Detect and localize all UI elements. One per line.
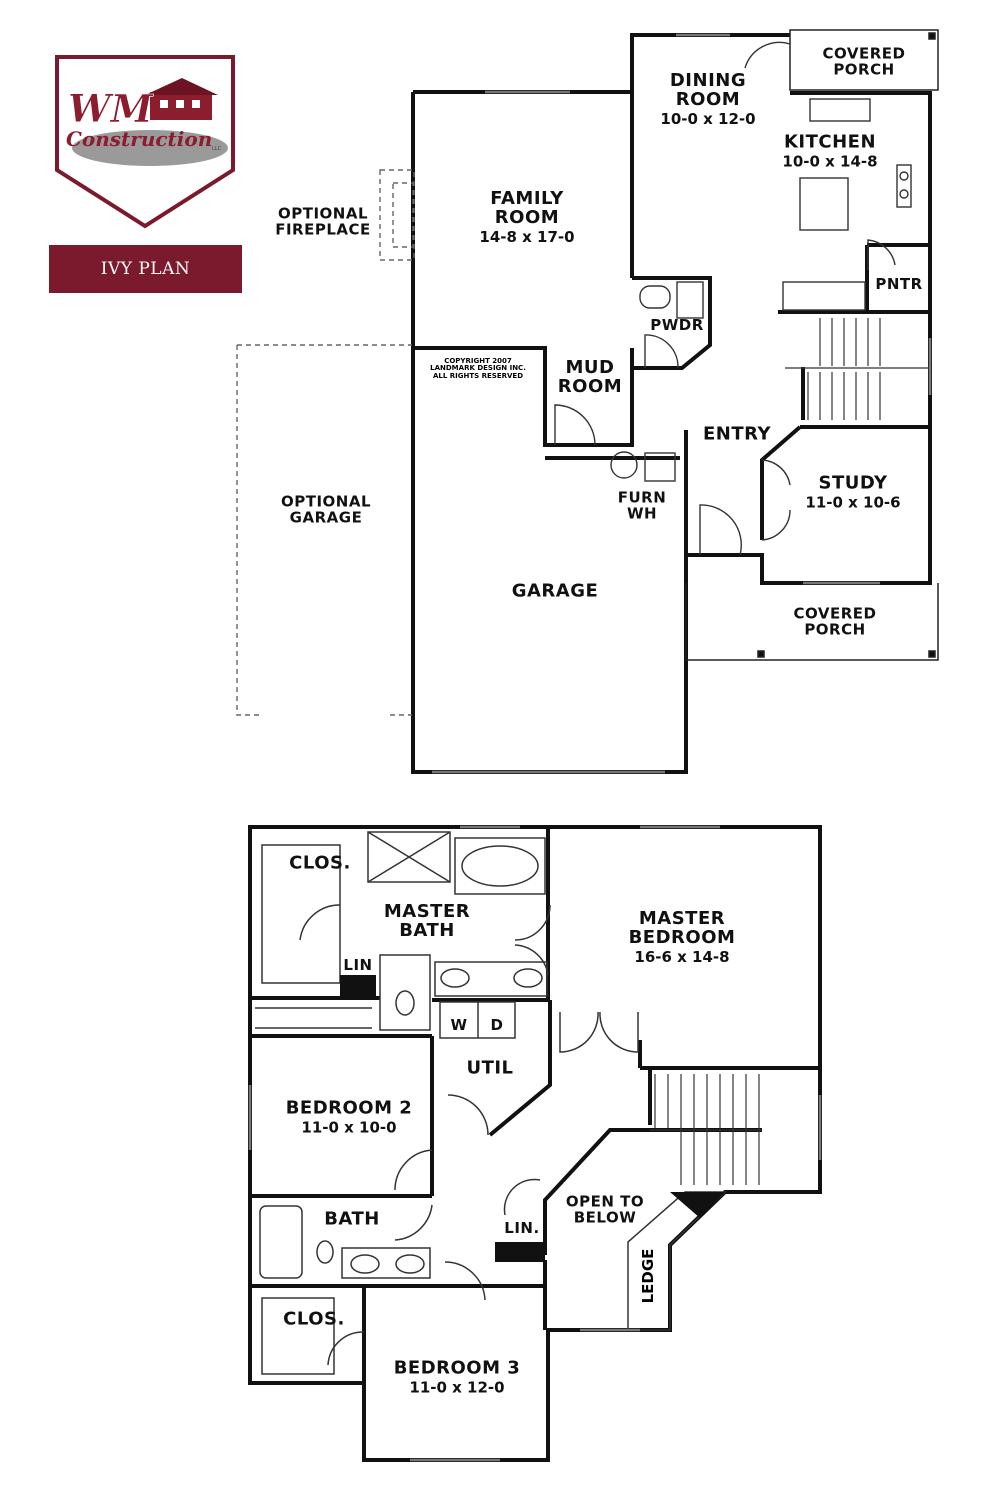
optional-elements <box>236 169 415 716</box>
linen-hall-label: LIN. <box>504 1219 540 1238</box>
second-floor-stairs <box>650 1074 762 1185</box>
optional-fireplace-label: OPTIONAL FIREPLACE <box>275 204 371 238</box>
linen-master-label: LIN <box>343 956 373 975</box>
master-closet-label: CLOS. <box>289 852 351 874</box>
first-floor-porch-lines <box>685 29 939 661</box>
garage-label: GARAGE <box>511 580 599 602</box>
powder-label: PWDR <box>650 316 704 335</box>
closet-3-label: CLOS. <box>283 1308 345 1330</box>
master-bedroom-label: MASTER BEDROOM 16-6 x 14-8 <box>628 908 736 967</box>
pantry-label: PNTR <box>875 275 923 294</box>
second-floor-windows <box>248 825 822 1462</box>
master-bath-label: MASTER BATH <box>383 901 471 941</box>
dryer-label: D <box>490 1016 504 1035</box>
mud-room-label: MUD ROOM <box>557 357 623 397</box>
entry-label: ENTRY <box>702 423 772 445</box>
furnace-label: FURN WH <box>617 488 667 522</box>
open-to-below-label: OPEN TO BELOW <box>565 1192 645 1226</box>
linen-fills <box>340 975 725 1262</box>
study-label: STUDY 11-0 x 10-6 <box>805 472 901 512</box>
first-floor-fixtures <box>554 41 912 556</box>
plan-title: IVY PLAN <box>49 245 242 293</box>
bedroom-2-label: BEDROOM 2 11-0 x 10-0 <box>285 1097 413 1137</box>
dining-room-label: DINING ROOM 10-0 x 12-0 <box>660 70 756 129</box>
logo-word: Construction <box>66 127 212 151</box>
logo-suffix: LLC <box>212 146 222 152</box>
ledge-label: LEDGE <box>639 1248 657 1304</box>
washer-label: W <box>450 1016 468 1035</box>
covered-porch-front-label: COVERED PORCH <box>793 604 877 638</box>
windows <box>432 33 932 774</box>
first-floor-stairs <box>785 318 930 420</box>
kitchen-label: KITCHEN 10-0 x 14-8 <box>782 131 878 171</box>
covered-porch-back-label: COVERED PORCH <box>822 44 906 78</box>
family-room-label: FAMILY ROOM 14-8 x 17-0 <box>479 188 575 247</box>
optional-garage-label: OPTIONAL GARAGE <box>280 492 372 526</box>
copyright-notice: COPYRIGHT 2007 LANDMARK DESIGN INC. ALL … <box>430 357 526 380</box>
utility-label: UTIL <box>466 1057 514 1079</box>
bedroom-3-label: BEDROOM 3 11-0 x 12-0 <box>393 1357 521 1397</box>
bath-label: BATH <box>324 1208 380 1230</box>
logo-initials: WM <box>68 86 154 131</box>
company-logo: WM Construction LLC <box>55 55 235 229</box>
